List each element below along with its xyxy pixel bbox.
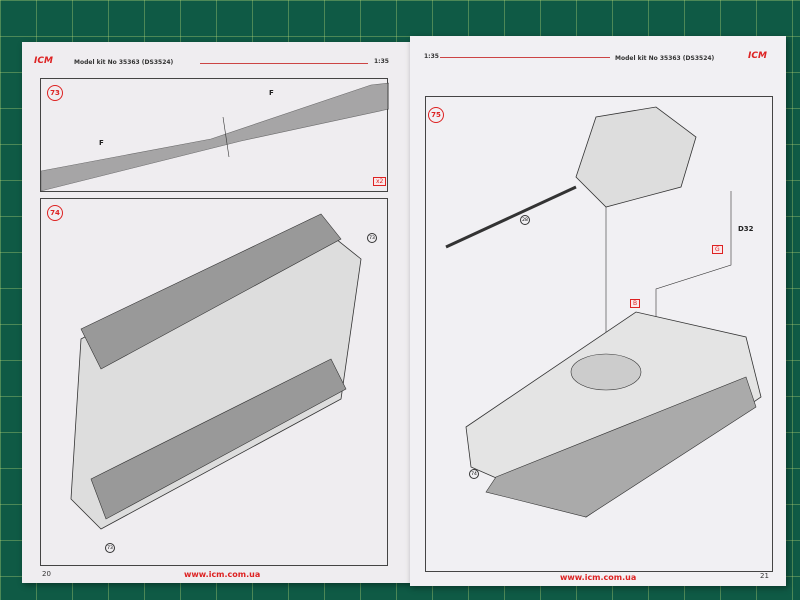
- step-number: 75: [428, 107, 444, 123]
- right-page: 1:35 Model kit No 35363 (DS3524) ICM 75 …: [410, 36, 786, 586]
- part-label: F: [99, 139, 104, 147]
- model-number: Model kit No 35363 (DS3524): [615, 55, 715, 62]
- multiplier: x2: [373, 177, 387, 186]
- scale: 1:35: [374, 58, 389, 65]
- part-box-b: B: [630, 299, 641, 308]
- scale: 1:35: [424, 53, 439, 60]
- part-label: F: [269, 89, 274, 97]
- tank-drawing: [445, 106, 762, 518]
- left-page: ICM Model kit No 35363 (DS3524) 1:35 73 …: [22, 42, 412, 583]
- model-number: Model kit No 35363 (DS3524): [74, 59, 174, 66]
- website-link: www.icm.com.ua: [184, 570, 261, 579]
- website-link: www.icm.com.ua: [560, 573, 637, 582]
- ref-circle: 74: [469, 469, 479, 479]
- track-drawing: [41, 82, 389, 192]
- step-73-panel: 73 F F x2: [40, 78, 389, 192]
- step-number: 74: [47, 205, 63, 221]
- part-box-g: G: [712, 245, 723, 254]
- ref-circle: 28: [520, 215, 530, 225]
- icm-logo: ICM: [34, 56, 53, 66]
- header-rule: [200, 63, 368, 64]
- page-number: 21: [760, 572, 769, 580]
- page-number: 20: [42, 570, 51, 578]
- header-rule: [440, 57, 610, 58]
- ref-circle: 73: [105, 543, 115, 553]
- part-label: D32: [738, 225, 754, 233]
- icm-logo: ICM: [748, 51, 767, 61]
- step-75-panel: 75 28 D32 G B 74: [425, 96, 773, 572]
- step-number: 73: [47, 85, 63, 101]
- step-74-panel: 74 73 73: [40, 198, 388, 566]
- hull-tracks-drawing: [70, 213, 362, 530]
- ref-circle: 73: [367, 233, 377, 243]
